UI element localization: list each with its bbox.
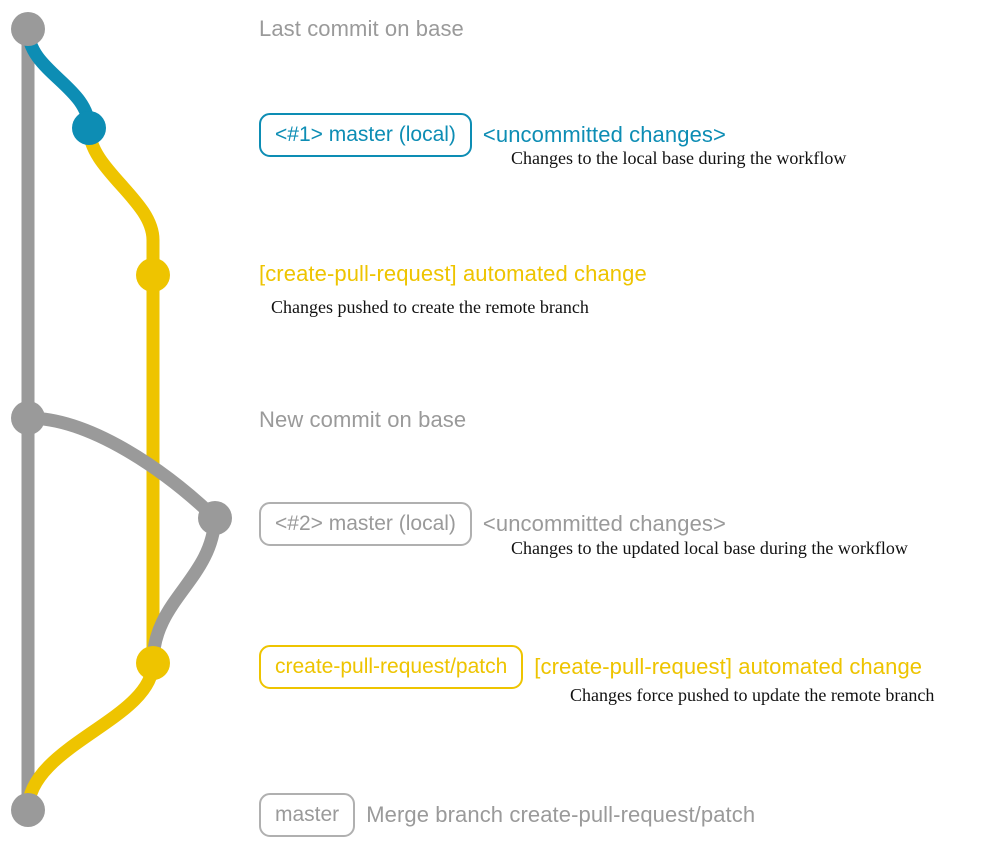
branch-badge-create-pull-request-patch[interactable]: create-pull-request/patch <box>259 645 524 689</box>
annotation-local-master-2: <#2> master (local) <uncommitted changes… <box>259 502 726 546</box>
commit-headline: [create-pull-request] automated change <box>259 261 647 286</box>
base-to-local2-line <box>21 411 222 525</box>
commit-node-local-master-1[interactable] <box>72 111 106 145</box>
commit-headline: New commit on base <box>259 407 467 432</box>
commit-description-local-master-1: Changes to the local base during the wor… <box>511 148 847 168</box>
commit-node-local-master-2[interactable] <box>198 501 232 535</box>
annotation-new-commit-on-base: New commit on base <box>259 409 466 432</box>
commit-graph <box>11 12 232 827</box>
commit-node-automated-change-1[interactable] <box>136 258 170 292</box>
base-to-local1-line <box>21 22 96 135</box>
commit-node-merge-commit[interactable] <box>11 793 45 827</box>
commit-node-new-commit-on-base[interactable] <box>11 401 45 435</box>
commit-headline: <uncommitted changes> <box>482 511 726 536</box>
annotation-automated-change-2: create-pull-request/patch [create-pull-r… <box>259 645 922 689</box>
local2-to-patch-line <box>146 511 222 670</box>
annotation-automated-change-1: [create-pull-request] automated change <box>259 263 647 286</box>
commit-node-automated-change-2[interactable] <box>136 646 170 680</box>
commit-headline: Last commit on base <box>259 16 464 41</box>
annotation-merge-commit: master Merge branch create-pull-request/… <box>259 793 755 837</box>
annotation-local-master-1: <#1> master (local) <uncommitted changes… <box>259 113 726 157</box>
commit-headline: Merge branch create-pull-request/patch <box>366 802 756 827</box>
commit-node-last-commit-on-base[interactable] <box>11 12 45 46</box>
branch-badge-local-master-1[interactable]: <#1> master (local) <box>259 113 472 157</box>
commit-headline: [create-pull-request] automated change <box>534 654 923 679</box>
commit-description-local-master-2: Changes to the updated local base during… <box>511 538 908 558</box>
commit-description-automated-change-2: Changes force pushed to update the remot… <box>570 685 935 705</box>
branch-badge-master[interactable]: master <box>259 793 356 837</box>
patch-branch-line <box>82 121 160 670</box>
patch-to-merge-line <box>21 656 160 817</box>
annotation-last-commit-on-base: Last commit on base <box>259 18 464 41</box>
commit-headline: <uncommitted changes> <box>482 122 726 147</box>
branch-badge-local-master-2[interactable]: <#2> master (local) <box>259 502 472 546</box>
commit-description-automated-change-1: Changes pushed to create the remote bran… <box>271 297 589 317</box>
